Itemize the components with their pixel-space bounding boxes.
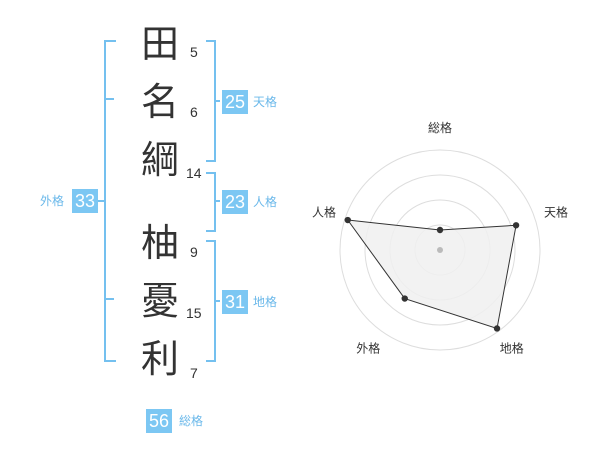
stroke-count-2: 6 bbox=[190, 104, 198, 120]
radar-center-dot bbox=[437, 247, 443, 253]
radar-axis-label-5: 人格 bbox=[312, 204, 336, 219]
tenkaku-label-group: 25 天格 bbox=[222, 90, 292, 114]
radar-axis-label-3: 地格 bbox=[500, 341, 524, 356]
gaikaku-bracket-tick-upper bbox=[106, 98, 114, 100]
gaikaku-label-group: 外格 33 bbox=[40, 189, 100, 213]
jinkaku-value-badge: 23 bbox=[222, 190, 248, 214]
soukaku-value-badge: 56 bbox=[146, 409, 172, 433]
radar-ring-4 bbox=[339, 149, 541, 351]
stroke-count-1: 5 bbox=[190, 44, 198, 60]
stroke-count-6: 7 bbox=[190, 365, 198, 381]
name-char-2: 名 bbox=[140, 80, 179, 124]
chikaku-label: 地格 bbox=[253, 295, 278, 309]
radar-point-5 bbox=[344, 216, 351, 224]
radar-axis-label-2: 天格 bbox=[544, 204, 568, 219]
tenkaku-bracket-stub bbox=[214, 100, 220, 102]
radar-ring-3 bbox=[364, 174, 516, 326]
chikaku-value-badge: 31 bbox=[222, 290, 248, 314]
name-char-1: 田 bbox=[140, 22, 179, 66]
chikaku-bracket-stub bbox=[214, 300, 220, 302]
radar-axis-label-1: 総格 bbox=[428, 120, 452, 135]
radar-point-1 bbox=[436, 226, 444, 234]
radar-point-3 bbox=[493, 325, 501, 332]
gaikaku-bracket-stub bbox=[98, 200, 104, 202]
name-char-5: 憂 bbox=[140, 279, 179, 323]
name-char-3: 綱 bbox=[140, 138, 179, 182]
radar-axis-label-4: 外格 bbox=[356, 341, 380, 356]
name-char-6: 利 bbox=[140, 337, 179, 381]
chikaku-label-group: 31 地格 bbox=[222, 290, 292, 314]
jinkaku-bracket-stub bbox=[214, 200, 220, 202]
soukaku-label: 総格 bbox=[179, 414, 204, 428]
jinkaku-label-group: 23 人格 bbox=[222, 190, 292, 214]
tenkaku-label: 天格 bbox=[253, 95, 278, 109]
gaikaku-bracket bbox=[104, 40, 116, 362]
radar-data-points bbox=[344, 216, 520, 332]
gaikaku-value-badge: 33 bbox=[72, 189, 98, 213]
gaikaku-label: 外格 bbox=[40, 194, 65, 208]
jinkaku-bracket bbox=[206, 172, 216, 232]
gaikaku-bracket-tick-lower bbox=[106, 298, 114, 300]
radar-data-polygon bbox=[346, 219, 517, 330]
stroke-count-5: 15 bbox=[186, 305, 202, 321]
jinkaku-label: 人格 bbox=[253, 195, 278, 209]
soukaku-label-group: 56 総格 bbox=[146, 409, 216, 433]
stroke-count-4: 9 bbox=[190, 244, 198, 260]
stroke-count-3: 14 bbox=[186, 165, 202, 181]
tenkaku-value-badge: 25 bbox=[222, 90, 248, 114]
radar-point-4 bbox=[401, 295, 408, 302]
radar-point-2 bbox=[512, 222, 520, 229]
name-char-4: 柚 bbox=[140, 221, 179, 265]
